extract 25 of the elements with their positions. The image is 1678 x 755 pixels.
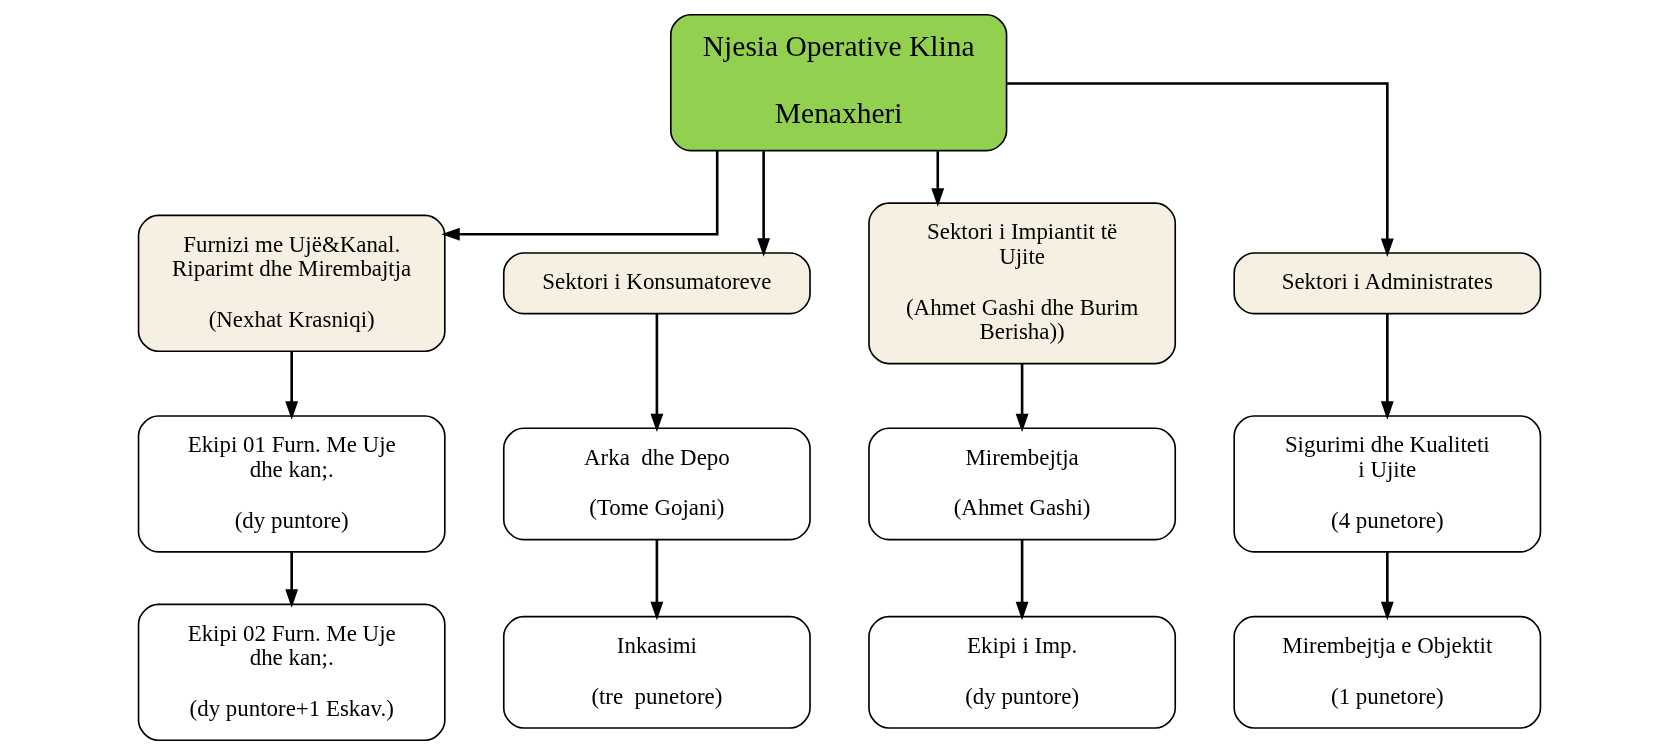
- arrow: [930, 151, 944, 207]
- node-box: Sektori i Administrates: [1232, 252, 1541, 315]
- node-box: Sektori i Impiantit të Ujite (Ahmet Gashi dhe Burim Berisha)): [867, 202, 1176, 365]
- arrow: [284, 551, 298, 608]
- arrow: [1380, 551, 1394, 621]
- node-box: Furnizi me Ujë&Kanal. Riparimt dhe Mirembajtja (Nexhat Krasniqi): [137, 214, 446, 353]
- arrow: [756, 151, 770, 257]
- node-box: Ekipi i Imp. (dy puntore): [867, 615, 1176, 729]
- arrow: [284, 351, 298, 420]
- node-box: Ekipi 02 Furn. Me Uje dhe kan;. (dy puntore+1 Eskav.): [137, 603, 446, 742]
- arrow: [649, 313, 663, 433]
- node-box: Arka dhe Depo (Tome Gojani): [502, 427, 811, 541]
- node-box: Ekipi 01 Furn. Me Uje dhe kan;. (dy puntore): [137, 415, 446, 553]
- node-box: Mirembejtja e Objektit (1 punetore): [1232, 615, 1541, 729]
- node-box: Mirembejtja (Ahmet Gashi): [867, 427, 1176, 541]
- node-box: Sektori i Konsumatoreve: [502, 252, 811, 315]
- arrow: [440, 150, 718, 241]
- node-box: Njesia Operative Klina Menaxheri: [669, 13, 1007, 152]
- arrow: [1380, 313, 1394, 420]
- node-box: Inkasimi (tre punetore): [502, 615, 811, 729]
- arrow: [1015, 363, 1029, 433]
- node-box: Sigurimi dhe Kualiteti i Ujite (4 punetore): [1232, 415, 1541, 553]
- arrow: [649, 539, 663, 621]
- arrow: [1015, 539, 1029, 621]
- arrow: [1006, 82, 1394, 257]
